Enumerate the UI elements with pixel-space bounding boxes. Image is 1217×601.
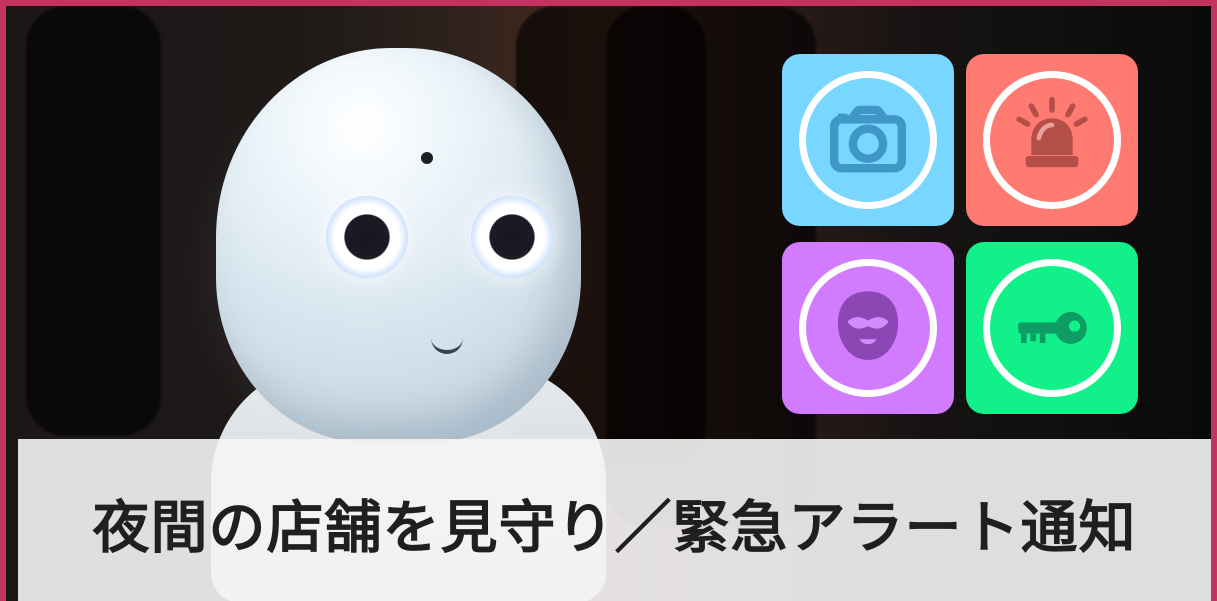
- alert-tile[interactable]: [966, 54, 1138, 226]
- robot-left-eye: [326, 196, 408, 278]
- key-tile[interactable]: [966, 242, 1138, 414]
- background-silhouette-left: [26, 6, 161, 436]
- robot-mouth: [431, 338, 463, 354]
- key-ring: [983, 259, 1121, 397]
- camera-icon: [829, 105, 907, 173]
- alert-ring: [983, 71, 1121, 209]
- banner-caption: 夜間の店舗を見守り／緊急アラート通知: [92, 495, 1137, 561]
- burglar-tile[interactable]: [782, 242, 954, 414]
- robot-forehead-sensor: [421, 152, 433, 164]
- camera-ring: [799, 71, 937, 209]
- burglar-mask-icon: [837, 291, 899, 360]
- robot-head: [216, 48, 581, 443]
- burglar-ring: [799, 259, 937, 397]
- alert-siren-icon: [1016, 96, 1088, 168]
- robot-right-eye: [471, 196, 553, 278]
- pepper-robot-image: [176, 48, 646, 601]
- feature-icon-grid: [782, 54, 1144, 414]
- caption-bar: 夜間の店舗を見守り／緊急アラート通知: [18, 439, 1211, 601]
- camera-tile[interactable]: [782, 54, 954, 226]
- key-icon: [1018, 312, 1087, 344]
